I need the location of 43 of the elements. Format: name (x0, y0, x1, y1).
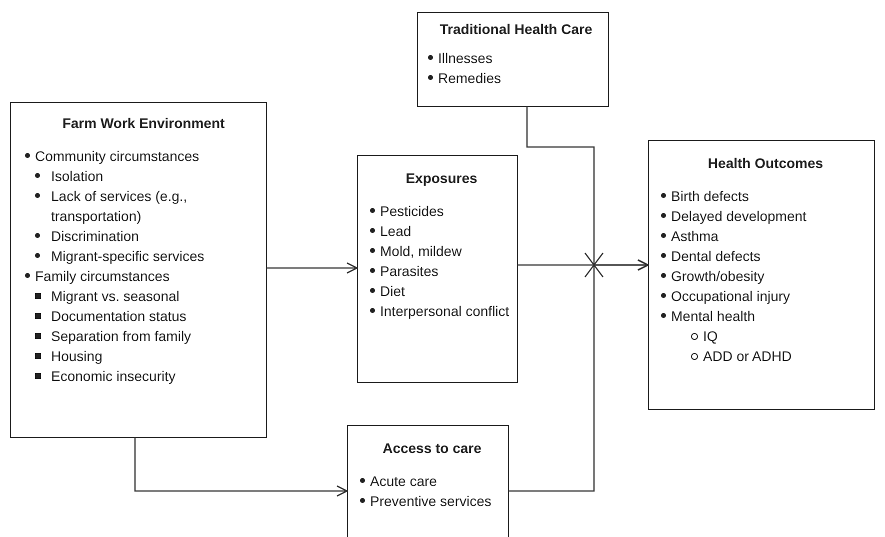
list-item: Mental health (671, 307, 756, 326)
list-item: Documentation status (51, 307, 188, 326)
box-heading: Traditional Health Care (438, 21, 594, 38)
list-item: Lead (380, 222, 412, 241)
text-box (347, 425, 509, 537)
text-box (417, 12, 609, 107)
box-heading: Exposures (404, 170, 478, 187)
list-item: Family circumstances (35, 267, 171, 286)
arrow (134, 438, 348, 497)
list-item: Separation from family (51, 327, 192, 346)
list-item: Isolation (51, 167, 104, 186)
list-item: IQ (703, 327, 719, 346)
text-box (10, 102, 267, 438)
list-item: ADD or ADHD (703, 347, 793, 366)
list-item: Occupational injury (671, 287, 792, 306)
list-item: Illnesses (438, 49, 494, 68)
box-heading: Health Outcomes (706, 155, 824, 172)
list-item: Migrant vs. seasonal (51, 287, 180, 306)
list-item: Pesticides (380, 202, 445, 221)
list-item: Parasites (380, 262, 440, 281)
text-box (357, 155, 518, 383)
list-item: Housing (51, 347, 104, 366)
list-item: Dental defects (671, 247, 762, 266)
list-item: Lack of services (e.g., transportation) (51, 187, 188, 226)
list-item: Asthma (671, 227, 720, 246)
list-item: Diet (380, 282, 406, 301)
box-heading: Access to care (382, 440, 482, 457)
list-item: Preventive services (370, 492, 492, 511)
list-item: Discrimination (51, 227, 140, 246)
arrow (509, 259, 649, 492)
list-item: Migrant-specific services (51, 247, 206, 266)
list-item: Remedies (438, 69, 502, 88)
list-item: Growth/obesity (671, 267, 766, 286)
arrow (267, 262, 358, 274)
list-item: Birth defects (671, 187, 750, 206)
list-item: Acute care (370, 472, 438, 491)
text-box (648, 140, 875, 410)
list-item: Delayed development (671, 207, 808, 226)
list-item: Community circumstances (35, 147, 200, 166)
list-item: Mold, mildew (380, 242, 463, 261)
list-item: Interpersonal conflict (380, 302, 510, 321)
list-item: Economic insecurity (51, 367, 176, 386)
box-heading: Farm Work Environment (61, 115, 226, 132)
